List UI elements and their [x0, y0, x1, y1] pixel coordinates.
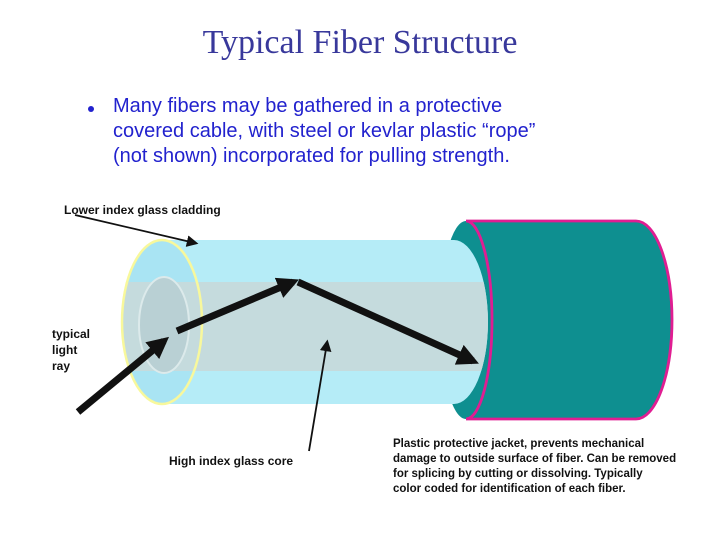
label-jacket-line: color coded for identification of each f… [393, 483, 626, 495]
light-ray-segment-2 [175, 277, 299, 335]
core-pointer-arrow [308, 339, 332, 452]
bullet-text-line: covered cable, with steel or kevlar plas… [113, 120, 536, 142]
label-jacket-line: Plastic protective jacket, prevents mech… [393, 438, 645, 450]
light-ray-segment-1 [75, 336, 170, 415]
bullet-dot [88, 106, 94, 112]
label-jacket-line: damage to outside surface of fiber. Can … [393, 453, 677, 465]
label-cladding: Lower index glass cladding [64, 203, 221, 217]
label-light-ray-line: light [52, 343, 78, 357]
bullet-text-line: Many fibers may be gathered in a protect… [113, 95, 503, 117]
label-core: High index glass core [169, 454, 294, 468]
light-ray-segment-3 [296, 278, 479, 365]
cladding-pointer-arrow [74, 214, 199, 247]
jacket-body [465, 219, 674, 421]
bullet-text-line: (not shown) incorporated for pulling str… [113, 145, 510, 167]
label-jacket-line: for splicing by cutting or dissolving. T… [393, 468, 643, 480]
page-title: Typical Fiber Structure [202, 24, 518, 61]
label-light-ray-line: ray [52, 359, 71, 373]
label-light-ray-line: typical [52, 327, 91, 341]
